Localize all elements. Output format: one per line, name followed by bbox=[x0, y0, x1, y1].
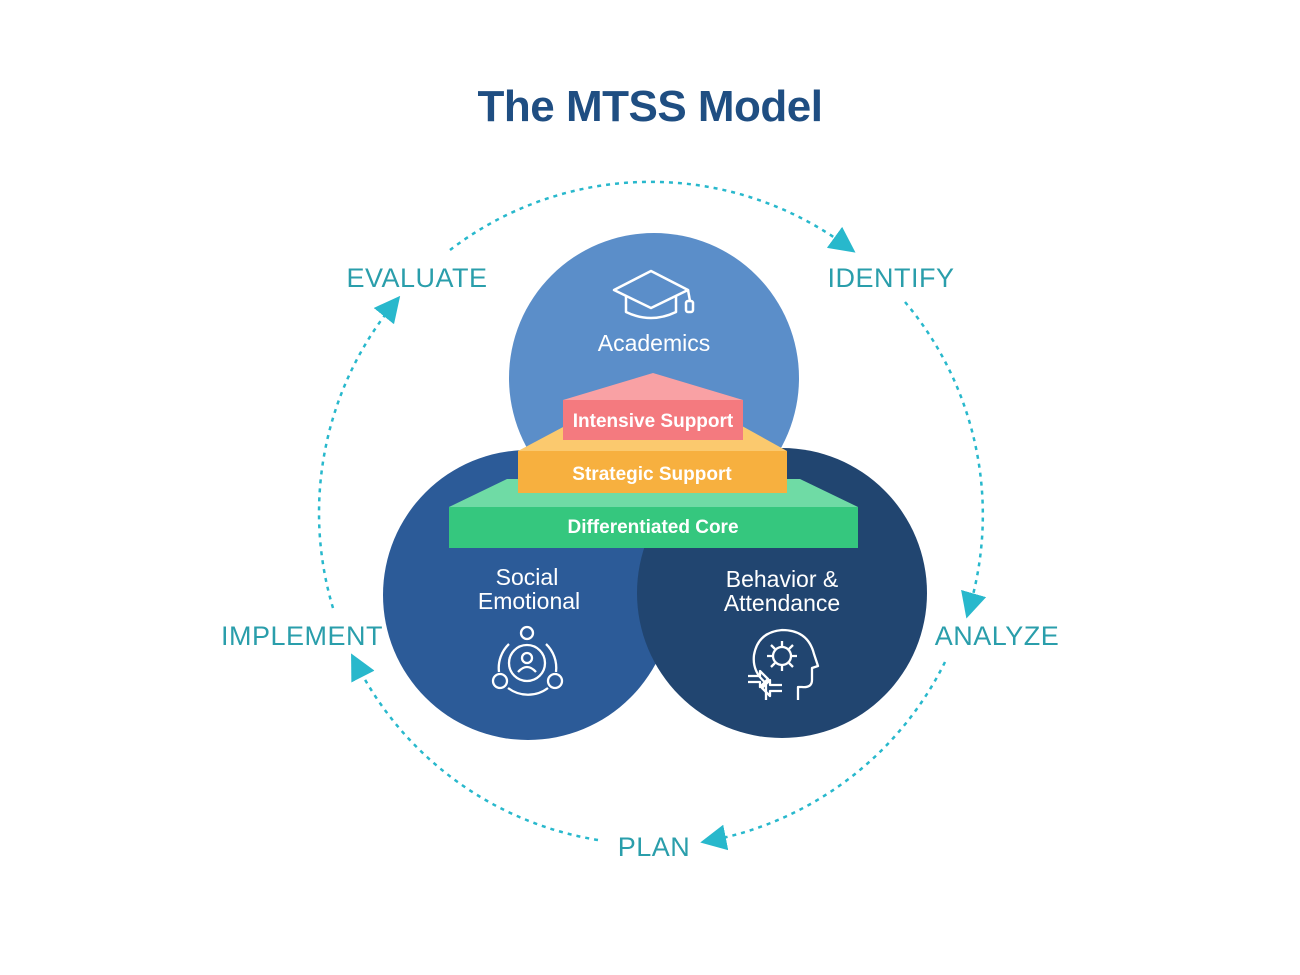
intensive-support-label: Intensive Support bbox=[573, 411, 734, 432]
step-analyze: ANALYZE bbox=[935, 621, 1060, 651]
page-title: The MTSS Model bbox=[477, 82, 824, 131]
social-emotional-label-line1: Social bbox=[496, 564, 559, 590]
people-network-icon bbox=[491, 625, 564, 696]
arrow-identify-to-analyze bbox=[904, 301, 987, 619]
step-identify: IDENTIFY bbox=[827, 263, 954, 293]
academics-label: Academics bbox=[598, 330, 710, 356]
behavior-label-line1: Behavior & bbox=[726, 566, 839, 592]
intensive-support-tier: Intensive Support bbox=[563, 373, 743, 440]
social-emotional-label-line2: Emotional bbox=[478, 588, 580, 614]
step-plan: PLAN bbox=[618, 832, 691, 862]
graduation-cap-icon bbox=[612, 269, 695, 320]
arrow-analyze-to-plan bbox=[700, 661, 947, 851]
strategic-support-label: Strategic Support bbox=[572, 464, 732, 485]
step-implement: IMPLEMENT bbox=[221, 621, 383, 651]
step-evaluate: EVALUATE bbox=[346, 263, 487, 293]
arrow-implement-to-evaluate bbox=[317, 295, 401, 609]
head-gear-icon bbox=[748, 628, 820, 700]
cycle-arrows bbox=[317, 180, 987, 851]
behavior-label-line2: Attendance bbox=[724, 590, 840, 616]
differentiated-core-label: Differentiated Core bbox=[567, 517, 738, 538]
arrow-evaluate-to-identify bbox=[449, 180, 856, 253]
arrow-plan-to-implement bbox=[351, 653, 599, 842]
